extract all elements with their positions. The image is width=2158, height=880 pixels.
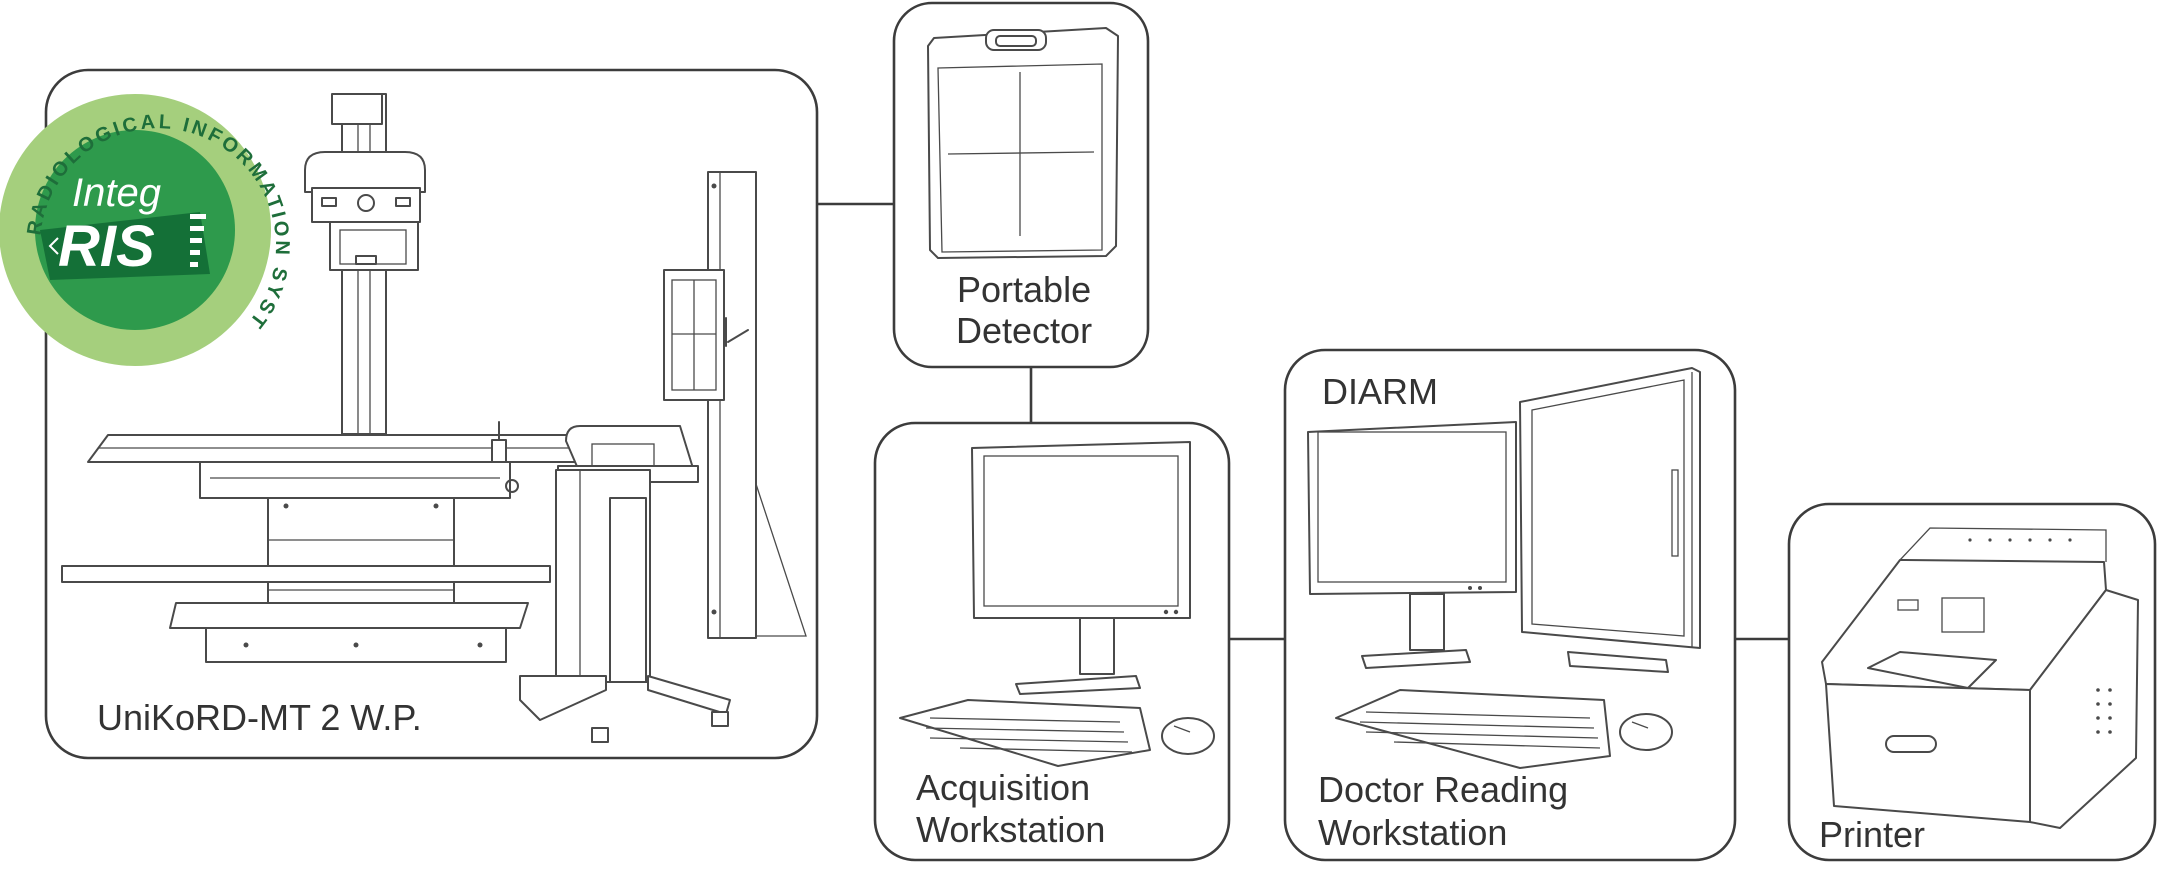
portable-detector-label-line1: Portable (957, 269, 1091, 310)
dry-film-printer-illustration (1821, 527, 2139, 829)
logo-word-ris: RIS (58, 214, 155, 279)
printer-label: Printer (1819, 814, 1925, 855)
xray-system-illustration (61, 93, 807, 743)
node-acquisition-workstation: Acquisition Workstation (873, 421, 1231, 862)
doctor-reading-label-line2: Workstation (1318, 812, 1507, 853)
acquisition-label-line1: Acquisition (916, 767, 1090, 808)
dual-monitor-workstation-illustration (1307, 367, 1701, 769)
portable-detector-label-line2: Detector (956, 310, 1092, 351)
logo-word-integ: Integ (72, 171, 161, 215)
node-portable-detector: Portable Detector (892, 1, 1150, 369)
node-printer: Printer (1787, 502, 2157, 862)
diarm-label: DIARM (1322, 371, 1438, 412)
node-doctor-reading-workstation: DIARM Doctor Reading Workstation (1283, 348, 1737, 862)
acquisition-label-line2: Workstation (916, 809, 1105, 850)
integris-logo: RADIOLOGICAL INFORMATION SYSTEM Integ RI… (0, 0, 290, 366)
unikord-label: UniKoRD-MT 2 W.P. (97, 697, 422, 738)
doctor-reading-label-line1: Doctor Reading (1318, 769, 1568, 810)
flat-panel-detector-illustration (927, 27, 1119, 259)
acquisition-computer-illustration (899, 441, 1215, 767)
